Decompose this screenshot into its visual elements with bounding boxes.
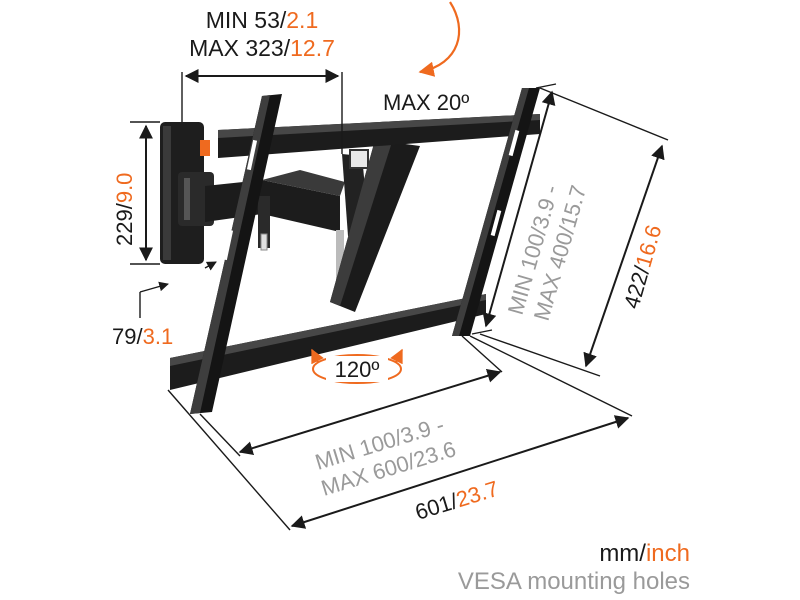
swivel-indicator: 120º — [311, 348, 403, 384]
tilt-label: MAX 20º — [383, 90, 469, 115]
plate-height-dimension: 229/9.0 — [112, 121, 160, 265]
total-height-inch: 16.6 — [631, 222, 667, 270]
plate-height-mm: 229/ — [112, 202, 137, 246]
vesa-legend: VESA mounting holes — [457, 568, 690, 595]
depth-max-inch: 12.7 — [290, 35, 335, 61]
legend-mm: mm/ — [599, 540, 646, 567]
svg-text:229/9.0: 229/9.0 — [112, 173, 137, 246]
bracket-illustration — [160, 88, 540, 414]
depth-min-label: MIN 53/ — [206, 7, 287, 33]
total-height-mm: 422/ — [619, 262, 655, 311]
depth-dimension: MIN 53/2.1 MAX 323/12.7 — [181, 7, 343, 154]
unit-legend: mm/inch — [599, 540, 690, 568]
swing-arm — [205, 180, 340, 232]
svg-text:422/16.6: 422/16.6 — [619, 222, 667, 311]
top-rail — [218, 114, 540, 158]
swivel-label: 120º — [335, 357, 380, 382]
plate-depth-dimension: 79/3.1 — [112, 261, 217, 349]
svg-text:79/3.1: 79/3.1 — [112, 324, 173, 349]
plate-depth-inch: 3.1 — [143, 324, 174, 349]
tilt-indicator: MAX 20º — [383, 1, 469, 115]
svg-text:MAX 323/12.7: MAX 323/12.7 — [189, 35, 335, 61]
plate-height-inch: 9.0 — [112, 173, 137, 204]
total-width-inch: 23.7 — [453, 476, 501, 512]
plate-depth-mm: 79/ — [112, 324, 143, 349]
depth-max-label: MAX 323/ — [189, 35, 291, 61]
legend-inch: inch — [645, 540, 690, 567]
v-frame — [330, 140, 420, 312]
svg-text:MIN 53/2.1: MIN 53/2.1 — [206, 7, 319, 33]
depth-min-inch: 2.1 — [286, 7, 318, 33]
bottom-rail — [170, 294, 486, 390]
